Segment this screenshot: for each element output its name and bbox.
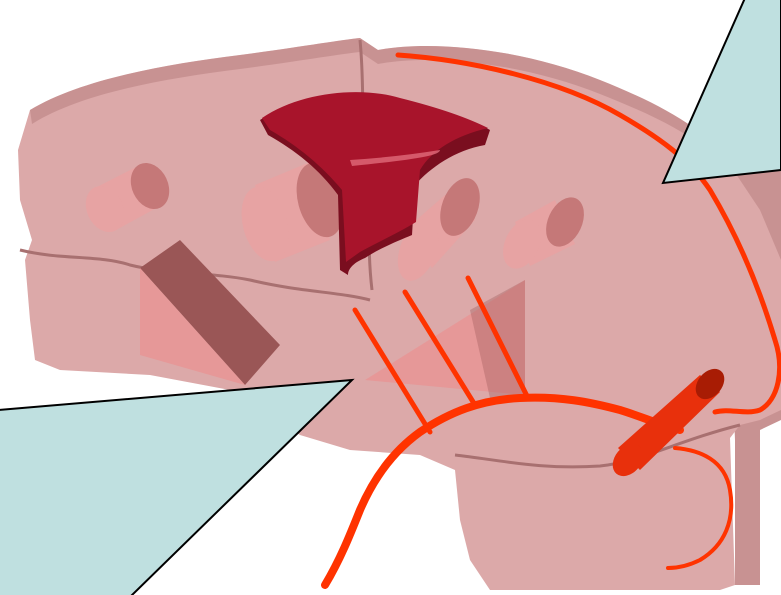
callout-top-right xyxy=(663,0,781,183)
callout-bottom-left xyxy=(0,380,352,595)
